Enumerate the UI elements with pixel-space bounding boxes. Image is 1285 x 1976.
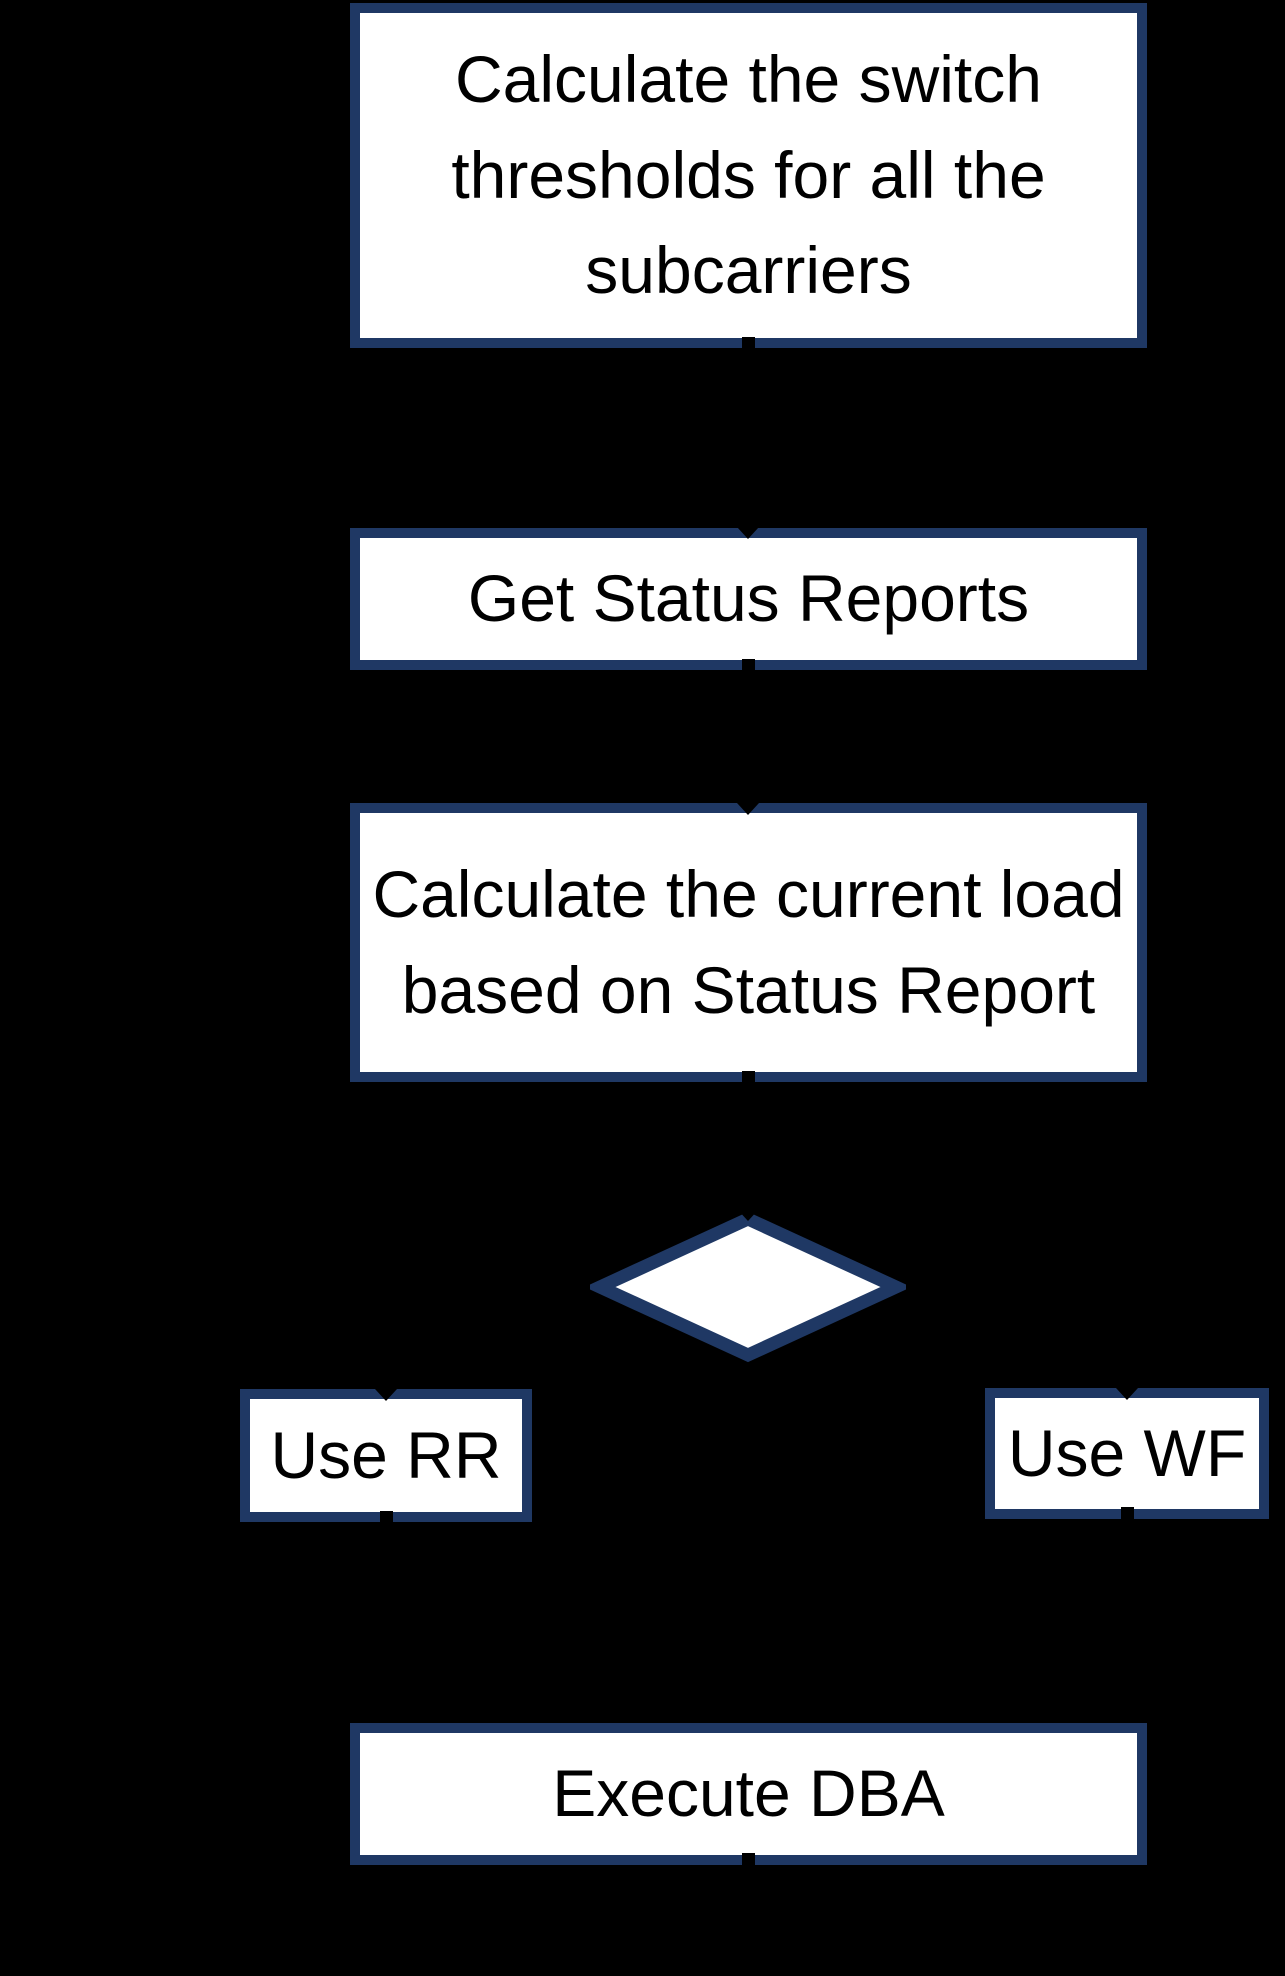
decision-diamond (590, 1211, 906, 1363)
arrowhead-notch-get-status-top (737, 527, 759, 539)
connector-tick-use-rr-bottom (380, 1511, 393, 1524)
node-get-status-reports-label: Get Status Reports (467, 561, 1030, 636)
connector-tick-get-status-bottom (742, 659, 755, 674)
decision-diamond-shape (590, 1211, 906, 1363)
node-get-status-reports: Get Status Reports (350, 528, 1147, 670)
node-use-wf: Use WF (985, 1388, 1269, 1519)
node-calc-switch-thresholds-label: Calculate the switch thresholds for all … (451, 41, 1046, 308)
node-use-wf-label: Use WF (1007, 1415, 1247, 1490)
arrowhead-notch-use-rr-top (375, 1389, 397, 1401)
connector-tick-calc-load-bottom (742, 1071, 755, 1084)
arrowhead-notch-diamond-top (737, 1209, 759, 1221)
arrowhead-notch-use-wf-top (1116, 1388, 1138, 1400)
connector-tick-use-wf-bottom (1121, 1507, 1134, 1520)
node-execute-dba: Execute DBA (350, 1723, 1147, 1865)
node-calc-current-load-label: Calculate the current load based on Stat… (372, 856, 1125, 1027)
node-calc-current-load: Calculate the current load based on Stat… (350, 803, 1147, 1082)
arrowhead-notch-calc-load-top (737, 803, 759, 815)
connector-tick-execute-bottom (742, 1853, 755, 1871)
node-calc-switch-thresholds: Calculate the switch thresholds for all … (350, 3, 1147, 348)
node-use-rr-label: Use RR (270, 1417, 502, 1492)
node-use-rr: Use RR (240, 1389, 532, 1522)
node-execute-dba-label: Execute DBA (552, 1756, 945, 1831)
connector-tick-thresholds-bottom (742, 337, 755, 350)
